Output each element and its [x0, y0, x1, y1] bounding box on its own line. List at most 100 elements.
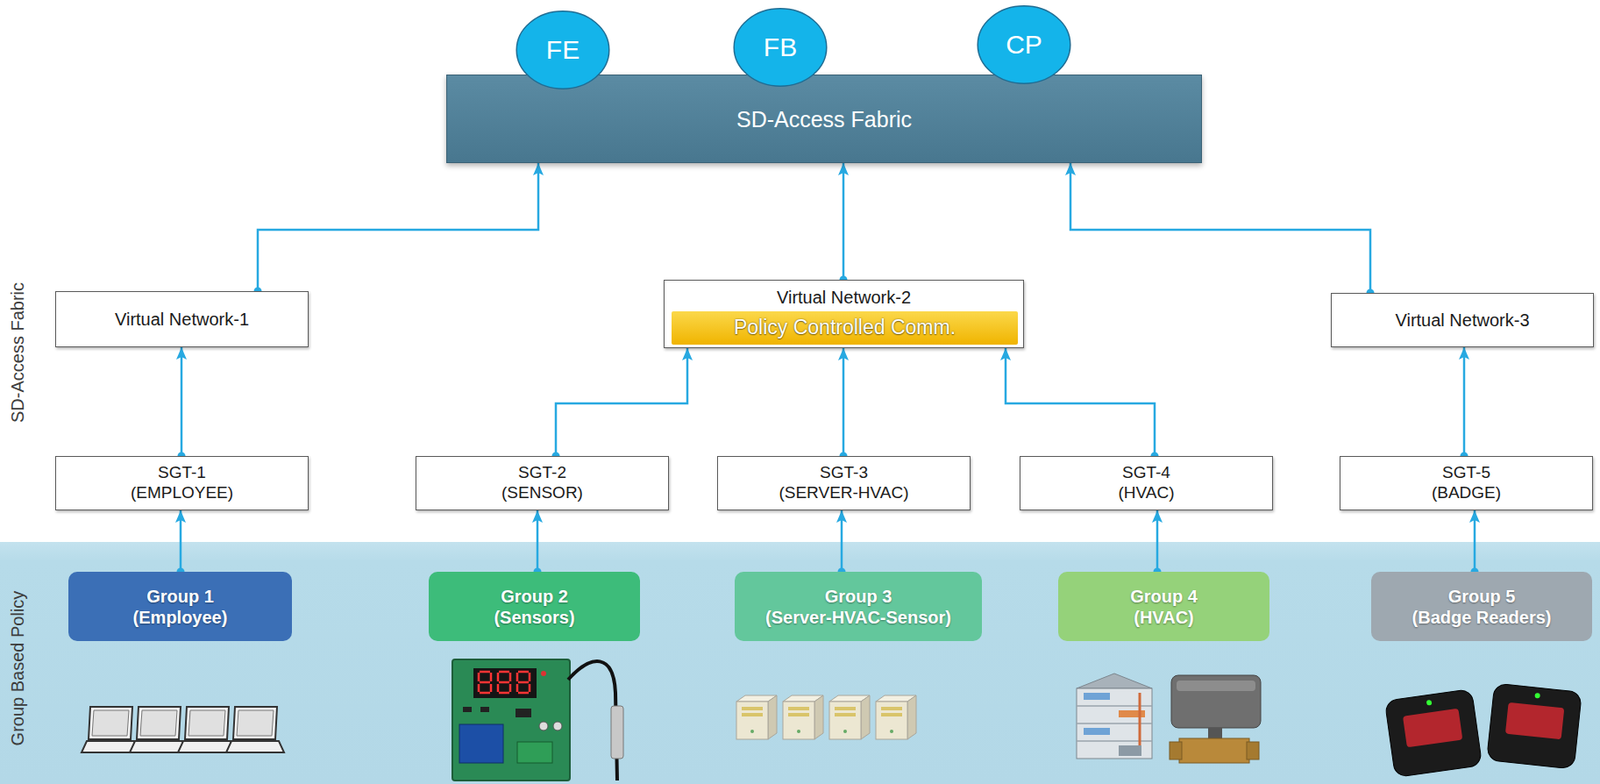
sensor-board-picture [611, 705, 624, 759]
fabric-role-circle: FB [732, 6, 829, 89]
policy-text: Policy Controlled Comm. [733, 315, 956, 341]
server-picture [788, 706, 810, 711]
sgt-label: SGT-5 (BADGE) [1431, 462, 1501, 504]
circle-outline [977, 6, 1071, 84]
laptop-icon [88, 706, 133, 740]
text-line: (HVAC) [1117, 483, 1174, 504]
sensor-board-picture [452, 659, 570, 781]
group-label: Group 2 (Sensors) [493, 585, 575, 628]
text-line: SGT-2 [501, 462, 584, 484]
laptop-icon [136, 706, 181, 740]
text-line: (Employee) [133, 606, 228, 628]
fabric-role-circle: FE [514, 8, 612, 92]
connector-arrow [1156, 510, 1160, 572]
hvac-building-picture [1076, 688, 1152, 759]
sgt-box: SGT-4 (HVAC) [1019, 455, 1273, 511]
hvac-valve-picture [1208, 727, 1223, 739]
connector-arrow [1070, 163, 1371, 293]
group-box: Group 2 (Sensors) [428, 571, 640, 641]
connector-arrow [1463, 347, 1466, 456]
sensor-board-picture [478, 671, 491, 693]
role-abbrev: FE [546, 34, 580, 66]
vn-name: Virtual Network-1 [114, 308, 249, 330]
sgt-box: SGT-3 (SERVER-HVAC) [717, 455, 971, 511]
server-picture [788, 712, 810, 717]
text-line: (BADGE) [1431, 483, 1501, 504]
laptop-icon [177, 706, 236, 753]
text-line: (HVAC) [1130, 606, 1198, 628]
server-picture [843, 729, 847, 733]
text-line: (SENSOR) [501, 483, 584, 504]
side-label: SD-Access Fabric [7, 282, 29, 423]
connector-arrow [179, 510, 183, 572]
sgt-box: SGT-1 (EMPLOYEE) [55, 455, 309, 511]
sgt-label: SGT-2 (SENSOR) [501, 462, 584, 504]
badge-reader-picture [1534, 692, 1541, 699]
server-picture [875, 695, 917, 740]
hvac-valve-picture [1169, 741, 1182, 760]
hvac-valve-picture [1171, 675, 1261, 728]
connector-arrow [257, 163, 539, 292]
badge-reader-picture [1384, 688, 1482, 777]
sensor-board-picture [452, 659, 624, 781]
badge-reader-picture [1505, 702, 1565, 740]
connector-arrow [536, 510, 540, 572]
text-line: Group 4 [1130, 585, 1198, 607]
sensor-board-picture [539, 721, 548, 731]
server-picture [750, 729, 754, 733]
badge-reader-picture [1384, 688, 1482, 777]
fabric-role-circle: CP [975, 3, 1073, 86]
sgt-label: SGT-1 (EMPLOYEE) [130, 462, 234, 504]
server-picture [782, 695, 824, 740]
virtual-network-box: Virtual Network-2Policy Controlled Comm. [663, 279, 1024, 349]
badge-reader-picture [1384, 682, 1582, 778]
vn-name: Virtual Network-2 [776, 286, 911, 308]
text-line: (Badge Readers) [1412, 606, 1552, 628]
group-box: Group 1 (Employee) [68, 571, 292, 641]
laptop-icon [184, 706, 229, 740]
server-picture [796, 729, 801, 733]
connector-arrow [180, 347, 184, 456]
text-line: SGT-4 [1117, 462, 1174, 484]
sensor-board-picture [473, 668, 537, 698]
group-label: Group 5 (Badge Readers) [1412, 585, 1552, 628]
band-fill [0, 541, 1600, 784]
server-picture [834, 706, 856, 711]
server-picture [875, 701, 908, 740]
hvac-building-picture [1076, 673, 1152, 689]
text-line: Group 5 [1412, 585, 1552, 607]
hvac-building-picture [1076, 673, 1152, 759]
text-line: (SERVER-HVAC) [778, 483, 909, 504]
vn-name: Virtual Network-3 [1394, 309, 1529, 331]
hvac-building-picture [1083, 692, 1110, 700]
server-picture [829, 695, 870, 740]
server-picture [736, 695, 777, 740]
hvac-valve-picture [1169, 675, 1261, 763]
laptop-icon [92, 710, 129, 736]
virtual-network-box: Virtual Network-3 [1330, 292, 1594, 348]
server-picture [736, 695, 917, 740]
text-line: (Sensors) [493, 606, 575, 628]
sensor-board-picture [517, 671, 530, 693]
sgt-label: SGT-4 (HVAC) [1117, 462, 1174, 504]
group-label: Group 1 (Employee) [133, 585, 228, 628]
text-line: SGT-3 [778, 462, 909, 484]
text-line: Group 2 [493, 585, 575, 607]
server-picture [834, 712, 856, 717]
server-picture [741, 712, 763, 717]
laptop-icon [81, 706, 140, 753]
laptop-icon [226, 740, 285, 753]
circle-outline [516, 11, 610, 89]
server-picture [814, 695, 824, 740]
hvac-building-picture [1083, 727, 1110, 735]
laptop-icon [81, 706, 285, 753]
badge-reader-picture [1426, 699, 1433, 706]
server-picture [889, 729, 894, 733]
sgt-label: SGT-3 (SERVER-HVAC) [778, 462, 909, 504]
sensor-board-picture [480, 706, 490, 712]
connector-arrow [842, 163, 846, 280]
band-title: Group Based Policy [7, 590, 29, 747]
connector-arrow [1473, 510, 1477, 572]
